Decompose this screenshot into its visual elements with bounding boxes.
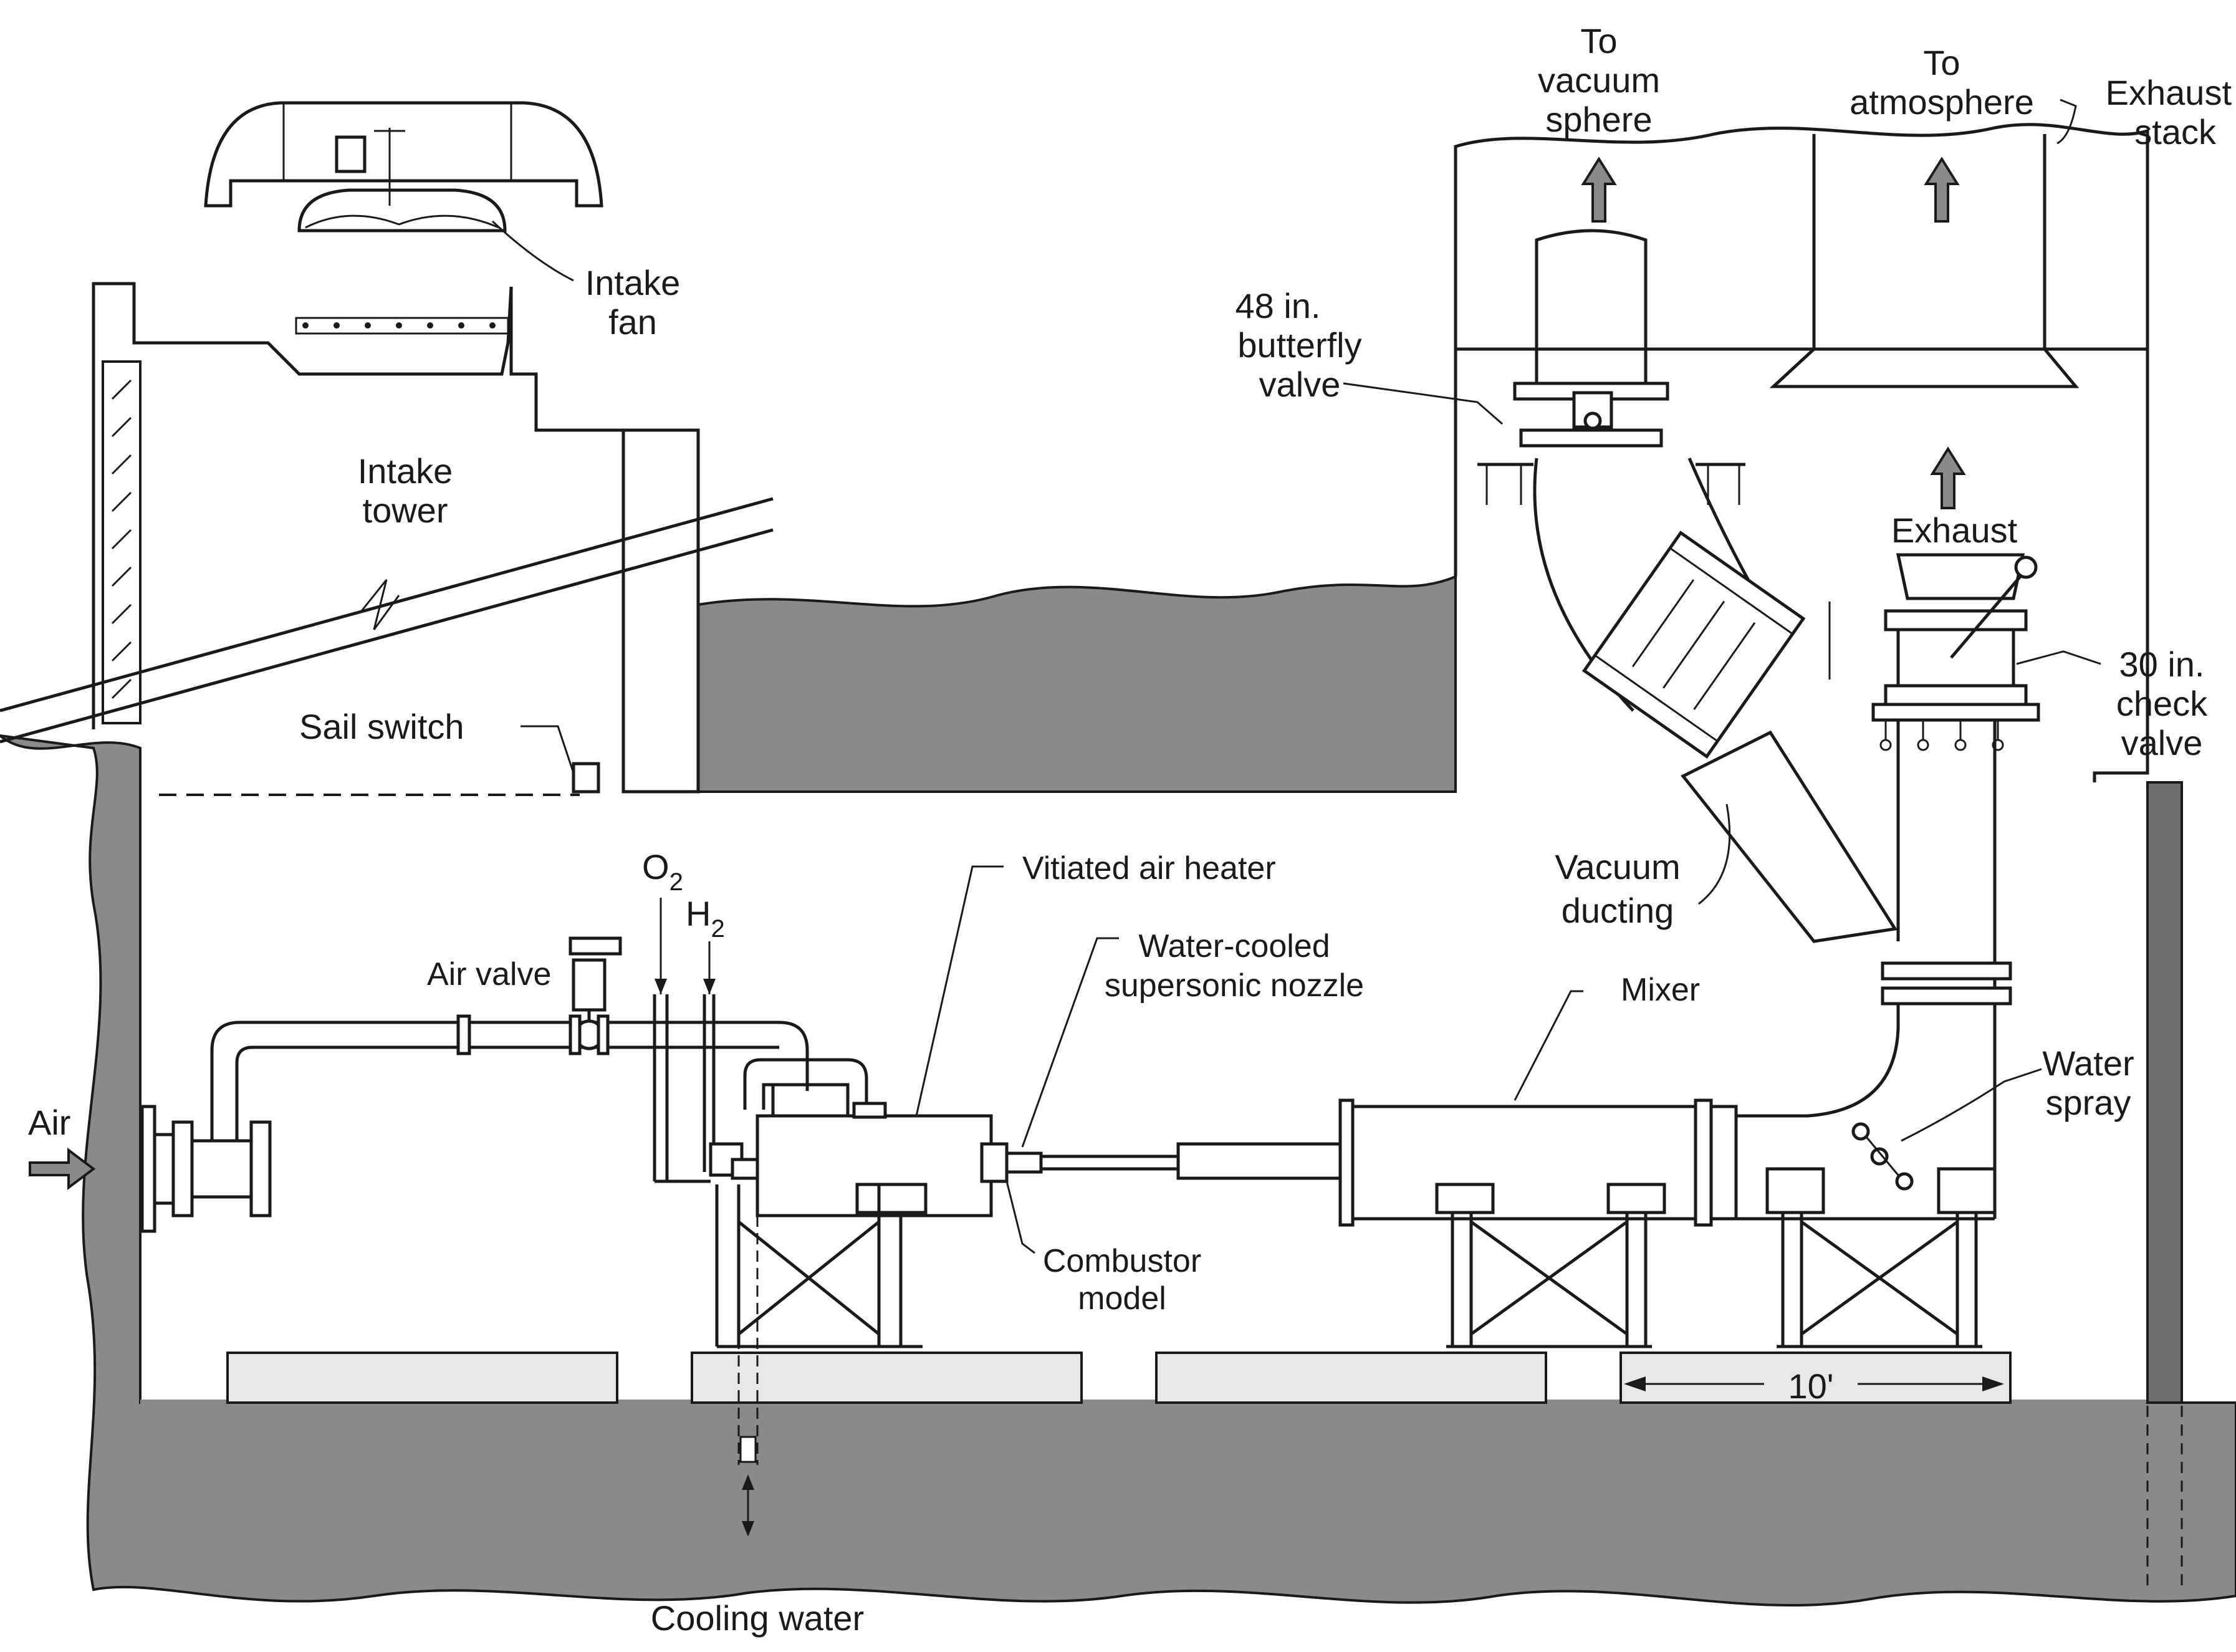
label-vacuum-ducting-1: Vacuum	[1555, 847, 1680, 886]
label-intake-fan-2: fan	[608, 302, 657, 342]
label-to-vacuum-sphere-1: To	[1580, 21, 1617, 60]
label-to-atmosphere-1: To	[1923, 43, 1960, 82]
label-check-valve-2: check	[2116, 684, 2208, 723]
label-exhaust-stack-1: Exhaust	[2106, 73, 2232, 112]
label-to-vacuum-sphere-3: sphere	[1545, 100, 1652, 139]
label-mixer: Mixer	[1621, 972, 1700, 1008]
exhaust-structure	[1454, 123, 2149, 782]
label-scale: 10'	[1788, 1366, 1834, 1406]
leader-lines	[491, 98, 2101, 1254]
scale-bar	[1624, 1376, 2004, 1391]
backfill	[697, 575, 1457, 793]
label-combustor-model-2: model	[1078, 1280, 1166, 1317]
label-to-vacuum-sphere-2: vacuum	[1538, 60, 1660, 100]
label-butterfly-valve-3: valve	[1259, 365, 1341, 404]
sail-switch-icon	[572, 762, 600, 794]
label-water-spray-2: spray	[2046, 1083, 2131, 1122]
label-exhaust-stack-2: stack	[2134, 112, 2217, 151]
label-to-atmosphere-2: atmosphere	[1850, 82, 2034, 122]
label-intake-fan-1: Intake	[585, 263, 681, 302]
mixer	[1338, 1098, 1914, 1227]
label-o2: O2	[642, 847, 683, 896]
label-sail-switch: Sail switch	[299, 707, 464, 746]
label-exhaust: Exhaust	[1891, 511, 2018, 550]
label-check-valve-1: 30 in.	[2119, 645, 2205, 684]
label-check-valve-3: valve	[2121, 723, 2203, 762]
label-water-cooled-nozzle-1: Water-cooled	[1138, 928, 1330, 964]
ground	[0, 734, 2236, 1607]
air-piping	[140, 898, 868, 1233]
label-butterfly-valve-1: 48 in.	[1236, 286, 1321, 325]
labels: To vacuum sphere To atmosphere Exhaust s…	[28, 21, 2232, 1638]
stands	[715, 1167, 1997, 1348]
label-air-valve: Air valve	[427, 956, 551, 992]
label-combustor-model-1: Combustor	[1043, 1243, 1201, 1279]
label-intake-tower-1: Intake	[358, 451, 453, 491]
label-cooling-water: Cooling water	[651, 1598, 864, 1638]
label-vitiated-air-heater: Vitiated air heater	[1022, 850, 1276, 886]
air-inlet-arrow-icon	[29, 1148, 96, 1190]
label-butterfly-valve-2: butterfly	[1237, 325, 1361, 365]
label-h2: H2	[686, 894, 725, 943]
label-vacuum-ducting-2: ducting	[1562, 891, 1674, 930]
label-air: Air	[28, 1103, 70, 1142]
label-intake-tower-2: tower	[363, 491, 448, 530]
label-water-cooled-nozzle-2: supersonic nozzle	[1105, 968, 1364, 1004]
vitiated-air-heater	[756, 1102, 1345, 1217]
floor-pads	[226, 1352, 2012, 1404]
intake-tower	[0, 101, 774, 794]
cooling-water-pipe	[737, 1216, 759, 1537]
label-water-spray-1: Water	[2042, 1044, 2134, 1083]
exhaust-column	[1733, 553, 2040, 1221]
vacuum-ducting	[1477, 229, 1898, 943]
